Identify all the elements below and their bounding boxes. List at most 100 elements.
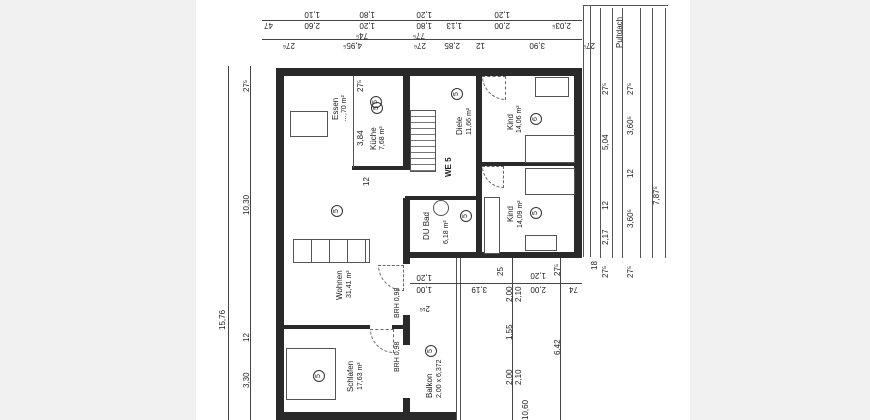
room-name: Essen [331, 97, 340, 120]
dim-label: 74 [569, 285, 578, 294]
floor-code: 5 [371, 102, 383, 114]
room-area: 11,66 m² [466, 107, 473, 135]
dim-label: 2,00 [530, 285, 546, 294]
top-dimension-line [262, 20, 582, 21]
dim-label: 27⁵ [582, 41, 595, 50]
dim-label: 2,10 [514, 369, 523, 385]
dim-label: 74⁵ [355, 31, 368, 40]
left-dimension-line [228, 66, 229, 420]
top-dimension-line-2 [262, 39, 582, 40]
dim-label: 2,03⁵ [552, 21, 571, 30]
dim-label: 2,60 [304, 21, 320, 30]
dim-label: 2,00 [505, 369, 514, 385]
dim-label: 4,95⁵ [343, 41, 362, 50]
dim-label: 10,30 [242, 194, 251, 215]
dim-label: 2,00 [505, 286, 514, 302]
room-name: Diele [455, 116, 464, 135]
floor-code: 5 [425, 345, 437, 357]
dim-label: 3,19 [471, 285, 487, 294]
dim-label: 18 [590, 261, 599, 270]
room-name: Wohnen [335, 270, 344, 300]
dim-label: 2,10 [514, 286, 523, 302]
dim-label: 27⁶ [413, 41, 426, 50]
window-code: BRH 0,98 [394, 341, 401, 372]
desk [535, 77, 569, 97]
dim-label: 1,20 [494, 10, 510, 19]
dim-label: 27⁵ [356, 79, 365, 92]
dim-label: 27⁶ [282, 41, 295, 50]
room-area: 14,06 m² [516, 105, 523, 133]
dim-label: 27⁵ [626, 265, 635, 278]
room-area: 17,63 m² [357, 362, 364, 390]
room-name: Kind [506, 205, 515, 222]
room-area: 7,68 m² [379, 126, 386, 150]
roof-label: Pultdach [615, 16, 624, 48]
dim-label: 12 [601, 201, 610, 210]
dim-label: 1,10 [304, 10, 320, 19]
floor-code: 5 [451, 88, 463, 100]
room-area: 31,41 m² [346, 270, 353, 298]
dim-label: 2¹⁶ [419, 304, 430, 313]
left-dimension-line-2 [250, 66, 251, 420]
floor-code: 6 [530, 113, 542, 125]
dim-label: 27⁵ [626, 82, 635, 95]
dim-label: 1,20 [359, 21, 375, 30]
dim-label: 7,87⁵ [652, 186, 661, 205]
room-name: Küche [369, 127, 378, 150]
sofa [293, 239, 370, 263]
room-name: Balkon [425, 373, 434, 398]
dim-label: 1,13 [446, 21, 462, 30]
unit-label: WE 5 [444, 157, 453, 177]
room-area: 14,09 m² [517, 200, 524, 228]
dim-label: 1,55 [505, 324, 514, 340]
dim-label: 1,20 [416, 10, 432, 19]
dim-label: 1,20 [416, 273, 432, 282]
room-name: Schlafen [346, 360, 355, 392]
dim-label: 5,04 [601, 134, 610, 150]
dim-label: 12 [476, 41, 485, 50]
dim-label: 27⁵ [601, 82, 610, 95]
dim-label: 25 [496, 267, 505, 276]
stairs [410, 110, 436, 172]
window-code: BRH 0,98 [394, 287, 401, 318]
desk-2 [525, 235, 557, 251]
dim-label: 12 [626, 169, 635, 178]
dim-label: 27⁵ [553, 263, 562, 276]
dim-label: 1,80 [359, 10, 375, 19]
room-area: 2,00 x 6,372 [436, 359, 443, 398]
dim-label: 27⁵ [242, 79, 251, 92]
dim-label: 2,17 [601, 229, 610, 245]
dim-label: 3,90 [529, 41, 545, 50]
dim-label: 3,84 [356, 130, 365, 146]
wardrobe [484, 197, 500, 254]
dining-table [290, 111, 328, 137]
dim-label: 10,60 [521, 399, 530, 420]
dim-label: 2,85 [444, 41, 460, 50]
floor-code: 5 [530, 207, 542, 219]
floor-code: 5 [331, 205, 343, 217]
shower [433, 200, 449, 216]
double-bed [286, 348, 336, 400]
dim-label: 3,30 [242, 372, 251, 388]
floor-code: 5 [313, 370, 325, 382]
dim-label: 12 [362, 177, 371, 186]
dim-label: 3,60⁵ [626, 116, 635, 135]
dim-label: 12 [242, 333, 251, 342]
dim-label: 77⁵ [412, 31, 425, 40]
dim-label: 3,60⁵ [626, 209, 635, 228]
room-name: DU Bad [422, 211, 431, 240]
dim-label: 1,20 [530, 271, 546, 280]
dim-label: 15,76 [218, 309, 227, 330]
dim-label: 47 [264, 21, 273, 30]
dim-label: 2,00 [494, 21, 510, 30]
dim-label: 6,42 [553, 339, 562, 355]
dim-label: 1,00 [416, 285, 432, 294]
room-area: …,70 m² [341, 95, 348, 122]
bed [525, 135, 575, 163]
room-area: 6,18 m² [443, 220, 450, 244]
floor-code: 5 [460, 210, 472, 222]
room-name: Kind [506, 113, 515, 130]
dim-label: 27⁵ [601, 265, 610, 278]
dim-label: 1,80 [416, 21, 432, 30]
bed-2 [525, 168, 575, 195]
